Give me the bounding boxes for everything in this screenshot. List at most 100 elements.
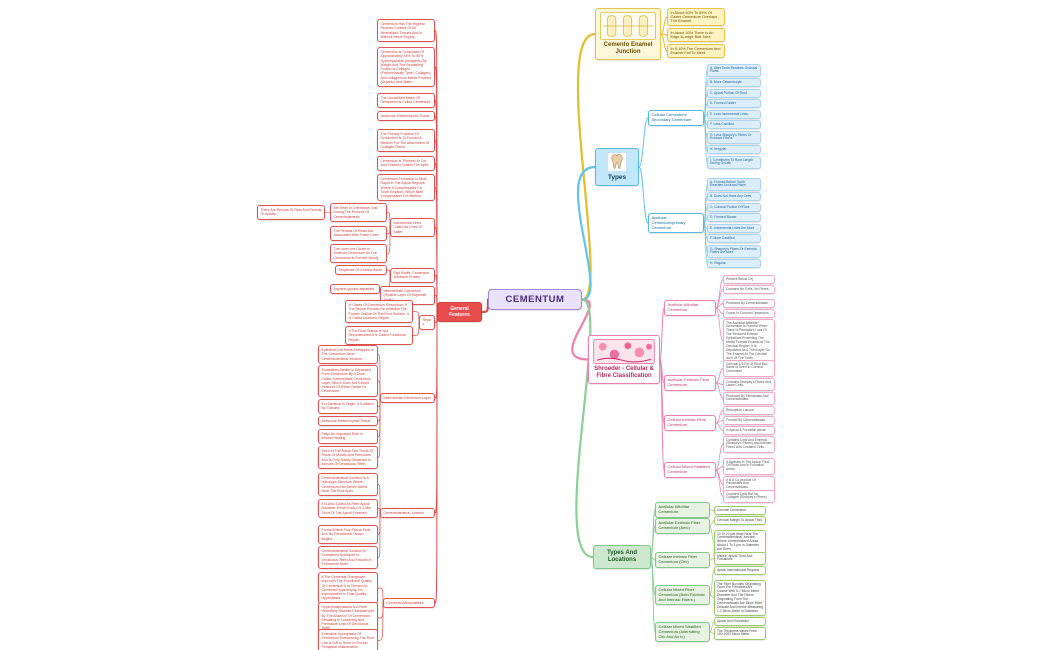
periods-rests-lines[interactable]: The Periods Of Rests Are Associated With… bbox=[330, 226, 387, 241]
cemental-hypertrophy[interactable]: If The Cemental Overgrowth Improves The … bbox=[318, 572, 378, 604]
acell-e[interactable]: E. Incremental Lines Are More bbox=[707, 224, 761, 233]
cdj-apical-diameter-label: It Is Also Called As Fitter Apical Diame… bbox=[321, 502, 372, 515]
acell-d[interactable]: D. Formed Slower bbox=[707, 213, 761, 222]
lbl-cmsc[interactable]: Cellular Mixed Stratified Cementum bbox=[664, 462, 716, 478]
branch-locations[interactable]: Types And Locations bbox=[593, 545, 651, 569]
cemental-abnormalities[interactable]: Cemental Abnormalities bbox=[383, 598, 435, 609]
loc-cmsc-apical[interactable]: Apical And Furcations bbox=[714, 617, 766, 626]
repair[interactable]: Repair bbox=[419, 315, 435, 330]
seen-during-cementogenesis[interactable]: Are Seen In Cementum Just During The Pro… bbox=[330, 203, 387, 222]
cementodentinal-junction[interactable]: Cementodentinal Junction bbox=[380, 508, 435, 519]
cifc-lacuna[interactable]: Resorption Lacuna bbox=[723, 406, 775, 415]
formation-rapid[interactable]: Cementum Formation Is Most Rapid In The … bbox=[377, 174, 435, 202]
dentin-separated-zone[interactable]: Sometimes Dentin Is Separated From Cemen… bbox=[318, 365, 378, 397]
sequence-amino-acids-label: Sequence Of 3 Amino Acids bbox=[338, 268, 382, 272]
center-topic[interactable]: CEMENTUM bbox=[488, 289, 582, 310]
acell-b[interactable]: B. Does Not Have Any Cells bbox=[707, 192, 761, 201]
cdj-histologic[interactable]: Cementodentinal Junction Is A Histologic… bbox=[318, 473, 378, 497]
cmsc-coproduct[interactable]: It Is A Co-product Of Fibroblasts And Ce… bbox=[723, 476, 775, 493]
loc-aefc[interactable]: Acellular Extrinsic Fiber Cementum (Aefc… bbox=[655, 518, 710, 534]
epithelial-cell-rests[interactable]: Epithelial Cell Rests Entrapped In The C… bbox=[318, 345, 378, 364]
avascular-tissue[interactable]: Avascular Mesenchymal Tissue bbox=[377, 111, 435, 122]
cell-b[interactable]: B. More Cementocyte bbox=[707, 78, 761, 87]
general-features-label: General Features bbox=[449, 306, 470, 318]
loc-aff-note[interactable]: Cervical Cementum bbox=[714, 506, 766, 515]
cell-h[interactable]: H. Irregular bbox=[707, 145, 761, 154]
cej-note-overlap[interactable]: In About 60% To 65% Of Cases Cementum Ov… bbox=[667, 8, 725, 27]
lbl-cifc[interactable]: Cellular Intrinsic Fibre Cementum bbox=[664, 415, 716, 431]
cell-d[interactable]: D. Formed Faster bbox=[707, 99, 761, 108]
dentinal-origin-no-tubules[interactable]: It Is Dentinal In Origin, It Contains No… bbox=[318, 399, 378, 414]
acell-g[interactable]: G. Sharpey's Fibers Or Extrinsic Fibers … bbox=[707, 245, 761, 258]
lbl-acellular[interactable]: Acellular Cementum/primary Cementum bbox=[648, 213, 704, 234]
intermediate-cementum-layer[interactable]: Intermediate Cementum Layer bbox=[380, 393, 435, 404]
fluoride-content[interactable]: Cementum Has The Highest Fluoride Conten… bbox=[377, 19, 435, 43]
acell-h-label: H. Regular bbox=[710, 260, 726, 265]
acell-h[interactable]: H. Regular bbox=[707, 259, 761, 268]
loc-aefc-margin[interactable]: Cervical Margin To Apical Third bbox=[714, 516, 766, 525]
loc-aff[interactable]: Acellular Afibrillar Cementum bbox=[655, 502, 710, 518]
cell-e[interactable]: E. Less Incremental Lines. bbox=[707, 110, 761, 119]
aefc-sharpeys[interactable]: Contains Sharpey's Fibres And Lacks Cell… bbox=[723, 378, 775, 391]
cell-a[interactable]: A. After Tooth Reaches Occlusal Plane. bbox=[707, 64, 761, 77]
aefc-produced[interactable]: Produced By Fibroblasts And Cementoblast… bbox=[723, 392, 775, 405]
cell-c[interactable]: C. Apical Portion Of Root bbox=[707, 89, 761, 98]
uncalcified-matrix[interactable]: The Uncalcified Matrix Of Cementum Is Ca… bbox=[377, 93, 435, 108]
aff-coronal[interactable]: Found In Coronal Cementum. bbox=[723, 309, 775, 318]
aff-below-cej[interactable]: Present Below Cej bbox=[723, 275, 775, 284]
sequence-amino-acids[interactable]: Sequence Of 3 Amino Acids bbox=[335, 265, 387, 276]
lbl-cellular[interactable]: Cellular Cementum/ Secondary Cementum bbox=[648, 110, 704, 126]
cell-i[interactable]: I. Contributes To Root Length During Gro… bbox=[707, 156, 761, 169]
periods-rest-activity[interactable]: There Are Periods Of Rest And Periods Of… bbox=[257, 205, 325, 220]
primary-function[interactable]: The Primary Function Of Cementum Is To F… bbox=[377, 129, 435, 153]
cmsc-contains[interactable]: Contains Cells And Extrinsic (Sharpey's … bbox=[723, 436, 775, 453]
loc-cmsc-thickness[interactable]: The Thickness Varies From 100-1000 Micro… bbox=[714, 627, 766, 640]
lines-closer-acellular[interactable]: The Lines Are Closer In Acellular Cement… bbox=[330, 244, 387, 263]
loc-aefc-width[interactable]: 10 To 20 μm Wide Near The Cementodentina… bbox=[714, 530, 766, 555]
avascular-mesenchymal-2[interactable]: Avascular Mesenchymal Tissue bbox=[318, 416, 378, 427]
cmsc-no-collagen[interactable]: Contains Cells But No Collagen (Sharpey'… bbox=[723, 490, 775, 503]
acell-a[interactable]: A. Formed Before Tooth Reaches Occlusal … bbox=[707, 178, 761, 191]
aff-formation[interactable]: The Acellular Afibrillar Cementum Is For… bbox=[723, 319, 775, 364]
hyperphosphatasia[interactable]: Hyperphosphatasia Is A Rare Hereditary D… bbox=[318, 602, 378, 634]
aff-no-cells[interactable]: Contains No Cells, No Fibres. bbox=[723, 285, 775, 294]
aefc-cervical[interactable]: Cervical 1/3 Rd Of Root But, Same Is See… bbox=[723, 360, 775, 377]
loc-cifc[interactable]: Cellular Intrinsic Fiber Cementum (Cifc) bbox=[655, 552, 710, 568]
composition[interactable]: Cementum Is Composed Of Approximately 45… bbox=[377, 47, 435, 88]
cej-note-butt[interactable]: In About 30% There Is An Edge-to-edge Bu… bbox=[667, 28, 725, 42]
cmsc-appears-label: It Appears In The Apical Third Of Roots … bbox=[726, 459, 770, 472]
acell-c[interactable]: C. Coronal Portion Of Root bbox=[707, 203, 761, 212]
cifc-apical[interactable]: In Apical & Furcation Areas bbox=[723, 426, 775, 435]
loc-cmfc-bundles[interactable]: The Fiber Bundles Originating From The F… bbox=[714, 580, 766, 617]
acell-f[interactable]: F. More Calcified bbox=[707, 234, 761, 243]
loc-cmsc[interactable]: Cellular Mixed Stratified Cementum (Alte… bbox=[655, 622, 710, 643]
anatomic-repair[interactable]: In Cases Of Cementum Resorption, If The … bbox=[345, 300, 413, 324]
extensive-hyperplasia[interactable]: Extensive Hyperplasia Of Cementum Surrou… bbox=[318, 629, 378, 650]
functional-repair[interactable]: If The Root Outline Is Not Reconstructed… bbox=[345, 326, 413, 345]
apical-two-thirds[interactable]: Seen In The Apical Two Thirds Of Roots O… bbox=[318, 446, 378, 470]
aff-produced[interactable]: Produced By Cementoblasts. bbox=[723, 299, 775, 308]
wound-healing[interactable]: Plays An Important Role In Wound Healing bbox=[318, 429, 378, 444]
rgd-motifs[interactable]: Rgd Motifs: Cementum Adhesion Protein bbox=[390, 268, 435, 283]
pulp-tissue-ends[interactable]: Forms Where Pulp Tissue Ends And No Peri… bbox=[318, 525, 378, 544]
branch-cej[interactable]: Cemento Enamel Junction bbox=[595, 8, 661, 60]
cifc-formed[interactable]: Formed By Cementoblasts bbox=[723, 416, 775, 425]
lbl-aff[interactable]: Acellular Afibrillar Cementum bbox=[664, 300, 716, 316]
incremental-lines[interactable]: Incremental Lines Called As Lines Of Sal… bbox=[390, 218, 435, 237]
cej-note-fail[interactable]: In 5-10% The Cementum And Enamel Fail To… bbox=[667, 44, 725, 58]
arginine-glycine-aspartate[interactable]: Arginine-glycine-aspartate bbox=[330, 284, 380, 295]
loc-cifc-note[interactable]: Middle, Apical Third And Furcations bbox=[714, 552, 766, 565]
cell-g[interactable]: G. Less Sharpey's Fibers Or Extrinsic Fi… bbox=[707, 131, 761, 144]
thinnest-at-cej[interactable]: Cementum Is Thinnest At Cej And Thickest… bbox=[377, 156, 435, 171]
cmsc-appears[interactable]: It Appears In The Apical Third Of Roots … bbox=[723, 458, 775, 475]
loc-cmfc[interactable]: Cellular Mixed Fiber Cementum (Both Extr… bbox=[655, 585, 710, 606]
branch-types[interactable]: Types bbox=[595, 148, 639, 186]
loc-cmfc-regions[interactable]: Apical Interradicular Regions bbox=[714, 566, 766, 575]
lbl-aefc[interactable]: Acellular Extrinsic Fibre Cementum bbox=[664, 375, 716, 391]
general-features[interactable]: General Features bbox=[437, 302, 482, 322]
cell-f[interactable]: F. Less Calcified bbox=[707, 120, 761, 129]
branch-shroeder[interactable]: Shroeder - Cellular & Fibre Classificati… bbox=[588, 335, 660, 384]
cdj-apical-diameter[interactable]: It Is Also Called As Fitter Apical Diame… bbox=[318, 499, 378, 518]
cdj-scalloped[interactable]: Cementodentinal Junction Is Sometimes Sc… bbox=[318, 546, 378, 570]
